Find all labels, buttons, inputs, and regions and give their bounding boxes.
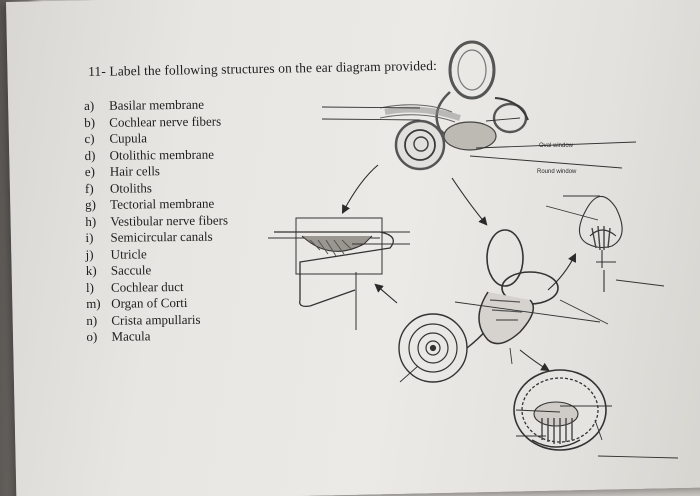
inner-ear-labyrinth <box>379 40 529 171</box>
arrow-to-duct-section <box>374 283 398 304</box>
leader-line-vestibule <box>559 299 609 325</box>
arrow-to-crista <box>547 253 576 291</box>
cochlear-duct-section <box>268 217 394 330</box>
macula <box>513 369 607 451</box>
leader-lines-duct <box>352 231 410 245</box>
crista-ampullaris <box>578 195 623 292</box>
arrow-to-vestibule <box>451 177 488 226</box>
vestibular-apparatus <box>454 229 601 345</box>
leader-lines-macula <box>515 405 679 459</box>
leader-line-cochlea <box>399 365 419 383</box>
leader-lines-top <box>321 106 637 169</box>
leader-lines-crista <box>545 195 665 287</box>
arrow-to-cochlear-duct <box>341 164 379 214</box>
arrow-to-macula <box>519 349 550 372</box>
oval-window-label: Oval window <box>539 143 574 149</box>
round-window-label: Round window <box>537 169 577 175</box>
